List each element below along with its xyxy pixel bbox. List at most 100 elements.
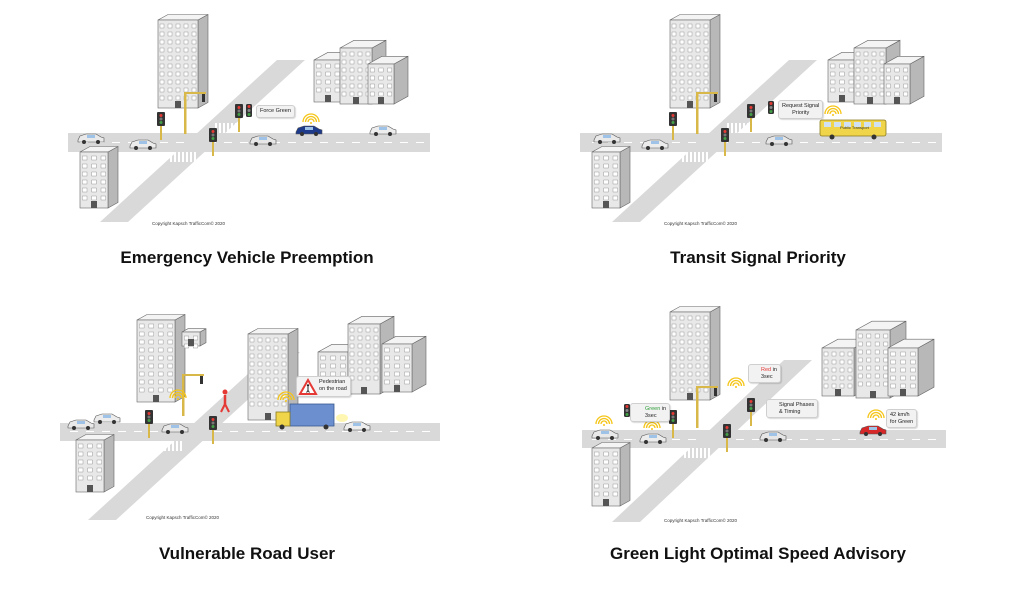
crosswalk-stripe <box>698 152 700 162</box>
crosswalk-stripe <box>164 441 166 451</box>
callout-line-2: Priority <box>792 109 810 116</box>
wireless-signal-icon <box>277 391 295 402</box>
signal-phases-timing-callout: Signal Phases & Timing <box>766 399 819 418</box>
crosswalk-stripe <box>156 441 158 451</box>
traffic-signal <box>157 112 165 140</box>
traffic-signal <box>721 128 729 156</box>
request-signal-priority-callout: Request Signal Priority <box>778 100 824 119</box>
crosswalk-stripe <box>160 441 162 451</box>
crosswalk-stripe <box>743 123 745 133</box>
crosswalk-stripe <box>694 152 696 162</box>
sedan <box>639 433 667 444</box>
traffic-signal <box>209 416 217 444</box>
traffic-signal <box>747 104 755 132</box>
green-value: Green <box>645 406 661 412</box>
diagonal-road <box>100 60 305 222</box>
red-value: Red <box>761 367 772 373</box>
office-tower <box>247 327 299 421</box>
crosswalk-stripe <box>176 441 178 451</box>
bus-label: Public Transport <box>840 125 869 130</box>
horizontal-road <box>68 133 430 152</box>
callout-line-2: on the road <box>319 385 347 392</box>
pedestrian-on-road-callout: Pedestrian on the road <box>296 376 351 397</box>
wireless-signal-icon <box>595 415 613 426</box>
crosswalk-stripe <box>194 152 196 162</box>
phases-line-1: Signal Phases <box>779 402 815 408</box>
crosswalk-stripe <box>704 448 706 458</box>
green-suffix: in <box>660 406 667 412</box>
phases-line-2: & Timing <box>779 408 801 415</box>
callout-line-1: Request Signal <box>782 103 820 109</box>
crosswalk-stripe <box>168 441 170 451</box>
panel-caption: Emergency Vehicle Preemption <box>120 248 374 267</box>
red-suffix: in <box>771 367 777 373</box>
speed-line-2: for Green <box>890 418 914 425</box>
crosswalk-stripe <box>731 123 733 133</box>
wireless-signal-icon <box>727 377 745 388</box>
crosswalk-stripe <box>182 152 184 162</box>
sedan <box>593 133 621 144</box>
diagonal-road <box>612 60 817 222</box>
crosswalk-stripe <box>700 448 702 458</box>
copyright-text: Copyright Kapsch TrafficCom© 2020 <box>146 515 220 520</box>
sedan <box>249 135 277 146</box>
sedan <box>93 413 121 424</box>
sedan <box>591 429 619 440</box>
horizontal-road <box>580 133 942 152</box>
signal-mast-arm <box>696 92 718 134</box>
sedan <box>641 139 669 150</box>
signal-mast-arm <box>184 92 206 134</box>
crosswalk-stripe <box>690 152 692 162</box>
panel-caption: Vulnerable Road User <box>158 544 336 563</box>
crosswalk-stripe <box>227 123 229 133</box>
crosswalk-stripe <box>235 123 237 133</box>
tall-office-building <box>669 13 721 109</box>
small-house <box>181 328 207 349</box>
scene-illustration <box>68 13 430 222</box>
wireless-signal-icon <box>302 113 320 124</box>
apartment-block-right <box>367 55 409 105</box>
crosswalk-stripe <box>688 448 690 458</box>
corner-building <box>79 145 119 209</box>
crosswalk-stripe <box>706 152 708 162</box>
pedestrian-figure <box>220 389 230 413</box>
scene-illustration <box>582 305 946 522</box>
copyright-text: Copyright Kapsch TrafficCom© 2020 <box>664 518 738 523</box>
crosswalk-stripe <box>682 152 684 162</box>
traffic-signal <box>723 424 731 452</box>
sedan <box>765 135 793 146</box>
speed-line-1: 42 km/h <box>890 412 910 418</box>
crosswalk-stripe <box>747 123 749 133</box>
sedan <box>161 423 189 434</box>
traffic-light-icon <box>246 104 252 117</box>
diagonal-road <box>612 360 812 522</box>
traffic-signal <box>669 410 677 438</box>
apartment-block-right <box>883 55 925 105</box>
apartment-block-right <box>887 338 935 397</box>
crosswalk-stripe <box>735 123 737 133</box>
police-car <box>295 125 323 136</box>
crosswalk-stripe <box>686 152 688 162</box>
crosswalk-stripe <box>172 441 174 451</box>
wireless-signal-icon <box>867 409 885 420</box>
public-transport-bus <box>819 119 887 140</box>
wireless-signal-icon <box>824 105 842 116</box>
corner-building <box>75 433 115 493</box>
sedan <box>77 133 105 144</box>
signal-mast-arm <box>696 386 718 428</box>
crosswalk-stripe <box>174 152 176 162</box>
callout-line-1: Pedestrian <box>319 379 346 385</box>
traffic-light-icon <box>768 101 774 114</box>
pedestrian-warning-icon <box>298 377 318 395</box>
sedan <box>129 139 157 150</box>
force-green-callout: Force Green <box>256 105 295 118</box>
panel-caption: Transit Signal Priority <box>670 248 846 267</box>
crosswalk-stripe <box>223 123 225 133</box>
red-time: 3sec <box>761 373 773 380</box>
crosswalk-stripe <box>739 123 741 133</box>
sedan <box>759 431 787 442</box>
tall-office-building <box>136 313 186 403</box>
panel-green-light-optimal-speed-advisory: Red in 3sec Green in 3sec Signal Phases … <box>512 300 1024 609</box>
crosswalk-stripe <box>231 123 233 133</box>
crosswalk-stripe <box>190 152 192 162</box>
